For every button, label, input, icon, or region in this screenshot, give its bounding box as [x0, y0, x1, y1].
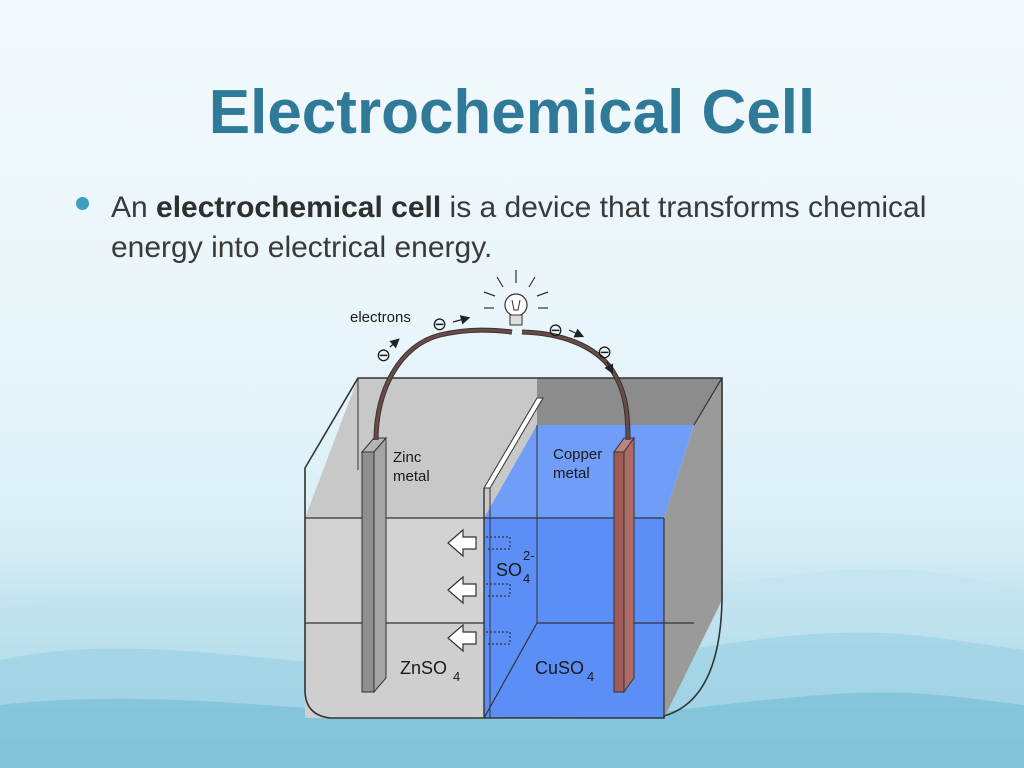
- cuso4-label: CuSO: [535, 658, 584, 678]
- slide-title: Electrochemical Cell: [208, 78, 816, 147]
- electron-symbol-2: ⊖: [376, 345, 391, 365]
- zinc-label-line1: Zinc: [393, 449, 422, 466]
- container-outline: [304, 377, 723, 719]
- sulfate-arrow-1: [447, 528, 511, 558]
- znso4-label: ZnSO: [400, 658, 447, 678]
- electron-symbol-3: ⊖: [548, 320, 563, 340]
- znso4-subscript: 4: [453, 669, 460, 684]
- electron-symbol-1: ⊖: [432, 314, 447, 334]
- copper-solution: [484, 518, 664, 718]
- bullet-term: electrochemical cell: [156, 191, 442, 224]
- bullet-rest: is a device that transforms chemical ene…: [111, 191, 927, 264]
- sulfate-arrow-2: [447, 575, 511, 605]
- zinc-label-line2: metal: [393, 468, 430, 485]
- copper-label-line2: metal: [553, 465, 590, 482]
- copper-label-line1: Copper: [553, 446, 602, 463]
- electron-symbol-4: ⊖: [597, 342, 612, 362]
- porous-barrier: [483, 397, 544, 489]
- cuso4-subscript: 4: [587, 669, 594, 684]
- electrons-label: electrons: [350, 309, 411, 326]
- sulfate-superscript: 2-: [523, 548, 535, 563]
- container-back-right: [537, 378, 722, 425]
- sulfate-subscript: 4: [523, 571, 530, 586]
- sulfate-arrow-3: [447, 623, 511, 653]
- container-right-wall: [664, 378, 722, 718]
- bullet-icon: [76, 197, 89, 210]
- bullet-prefix: An: [111, 191, 157, 224]
- sulfate-label: SO: [496, 560, 522, 580]
- light-bulb-icon: [483, 270, 549, 326]
- bullet-text: An electrochemical cell is a device that…: [111, 188, 971, 268]
